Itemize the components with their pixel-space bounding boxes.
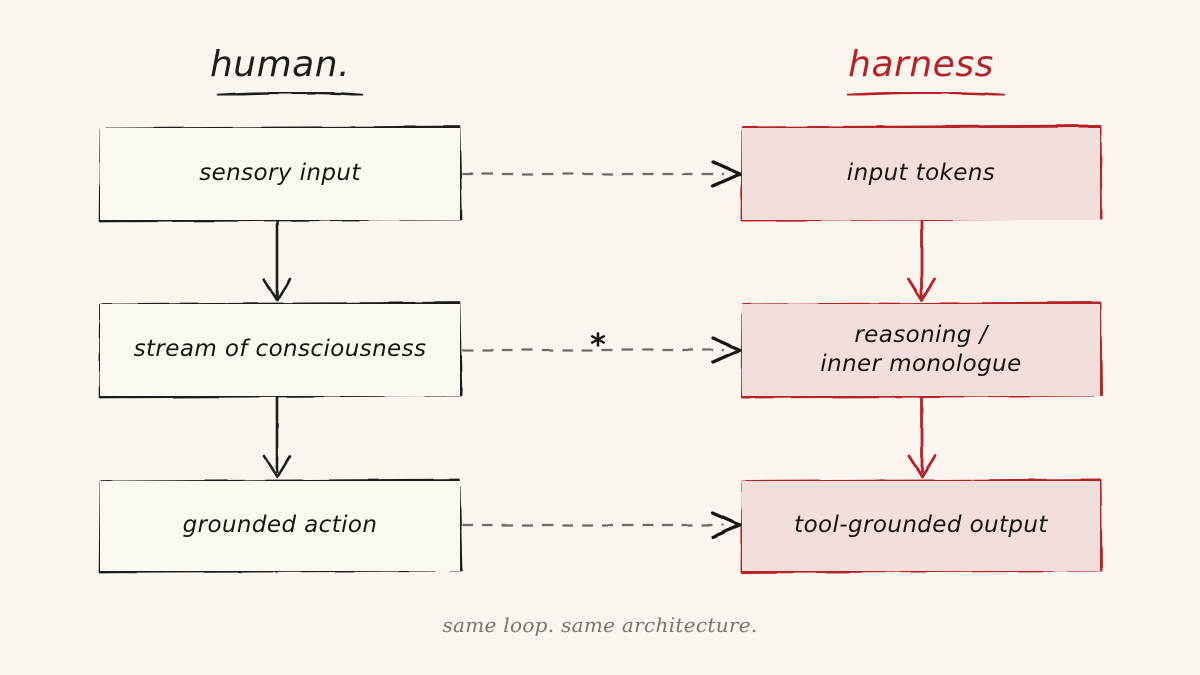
node-grounded-action-label: grounded action — [182, 512, 378, 539]
cross-column-arrowheads — [711, 160, 742, 539]
diagram-caption: same loop. same architecture. — [442, 613, 758, 637]
node-reasoning-line-1: reasoning / — [854, 321, 988, 348]
node-grounded-action[interactable]: grounded action — [100, 481, 460, 571]
node-input-tokens[interactable]: input tokens — [742, 128, 1100, 220]
harness-title-underline — [846, 91, 1006, 97]
footnote-asterisk-marker: * — [590, 328, 606, 363]
node-reasoning-inner-monologue[interactable]: reasoning / inner monologue — [742, 304, 1100, 396]
node-stream-of-consciousness-label: stream of consciousness — [133, 336, 427, 363]
harness-column-title: harness — [848, 44, 994, 85]
node-tool-grounded-output[interactable]: tool-grounded output — [742, 481, 1100, 571]
human-title-underline — [216, 91, 364, 97]
human-column-title: human. — [209, 44, 351, 85]
title-underlines — [216, 91, 1006, 97]
node-input-tokens-label: input tokens — [846, 160, 996, 187]
node-reasoning-inner-monologue-label: reasoning / inner monologue — [756, 321, 1086, 380]
node-tool-grounded-output-label: tool-grounded output — [794, 512, 1048, 539]
node-reasoning-line-2: inner monologue — [820, 351, 1022, 377]
node-stream-of-consciousness[interactable]: stream of consciousness — [100, 304, 460, 396]
node-sensory-input-label: sensory input — [199, 160, 361, 187]
node-sensory-input[interactable]: sensory input — [100, 128, 460, 220]
